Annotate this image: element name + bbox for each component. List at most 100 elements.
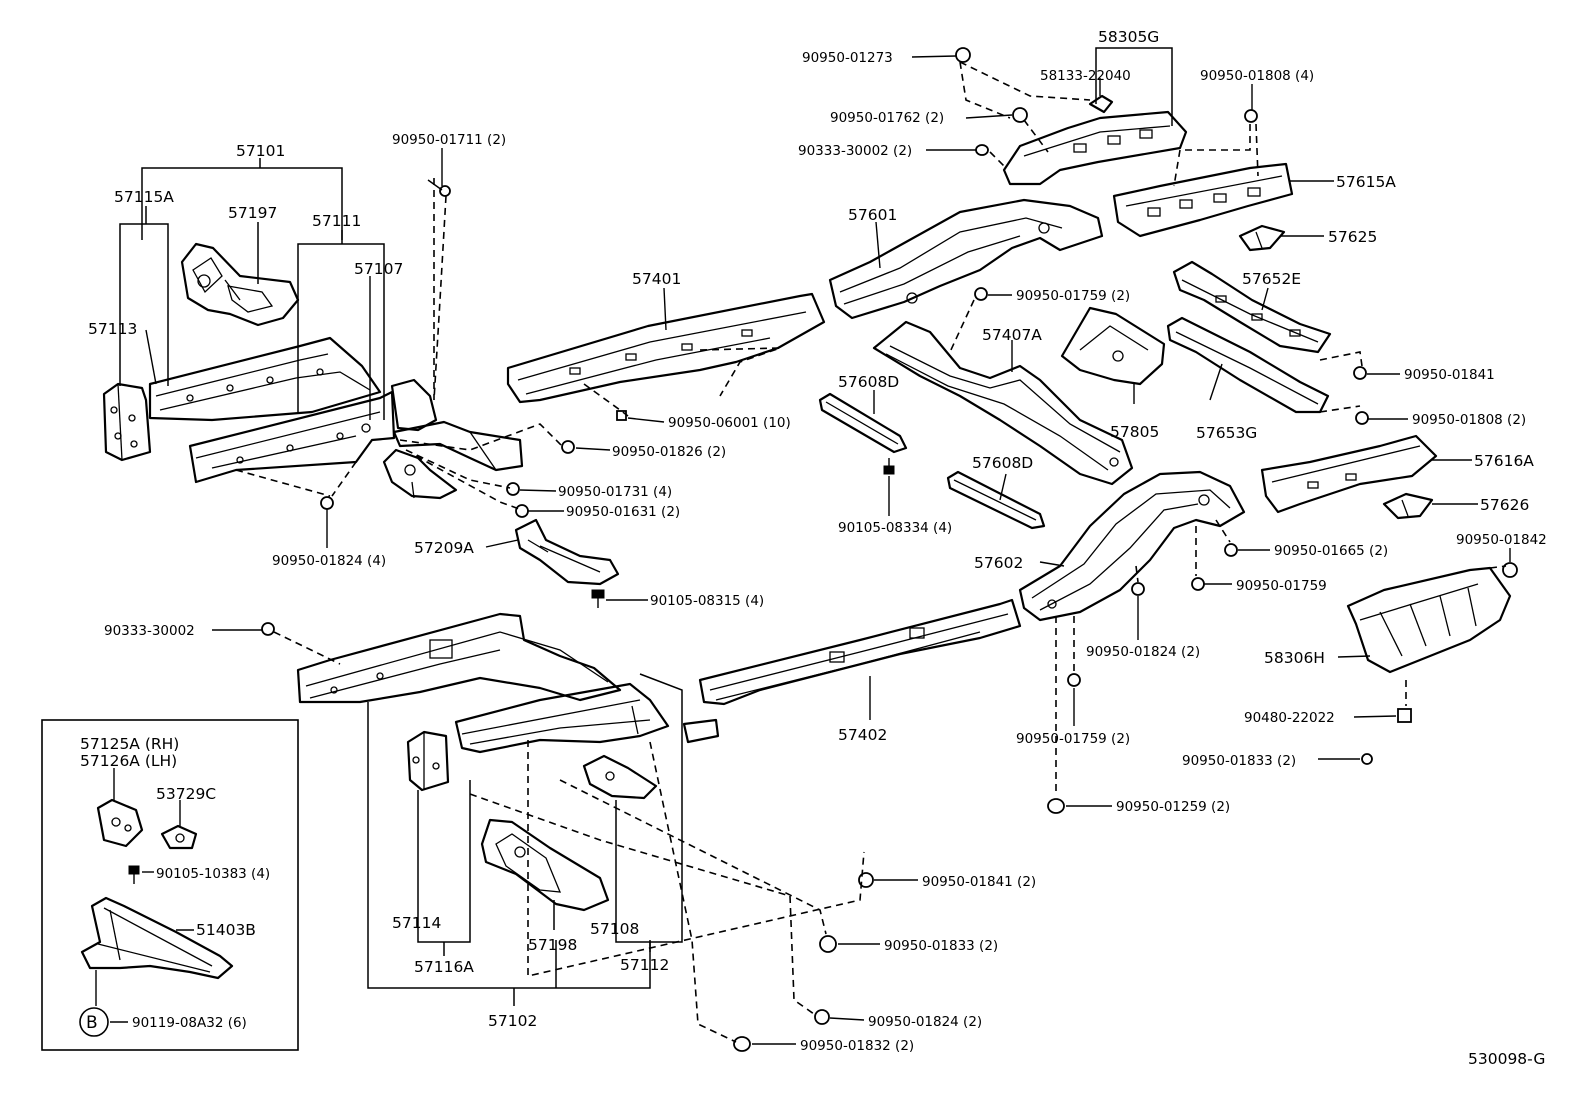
- label-brackets: [119, 47, 1173, 1006]
- part-51403B-brace: [80, 896, 234, 980]
- label-57115A: 57115A: [114, 188, 174, 206]
- fasteners: [128, 47, 1518, 1052]
- label-58306H: 58306H: [1264, 649, 1325, 667]
- label-90950-01731: 90950-01731 (4): [558, 484, 672, 500]
- label-90950-01259: 90950-01259 (2): [1116, 799, 1230, 815]
- part-53729C-pad: [160, 824, 198, 850]
- label-90333-30002-2: 90333-30002 (2): [798, 143, 912, 159]
- part-57602-sill: [1018, 470, 1246, 622]
- label-90950-01762: 90950-01762 (2): [830, 110, 944, 126]
- label-57608D-lower: 57608D: [972, 454, 1033, 472]
- label-callout-b: B: [86, 1013, 98, 1033]
- label-90105-08334: 90105-08334 (4): [838, 520, 952, 536]
- part-57209A-member: [514, 518, 620, 586]
- label-57198: 57198: [528, 936, 577, 954]
- label-57805: 57805: [1110, 423, 1159, 441]
- label-90105-08315: 90105-08315 (4): [650, 593, 764, 609]
- label-57407A: 57407A: [982, 326, 1042, 344]
- part-57402-rocker: [698, 598, 1022, 706]
- label-57107: 57107: [354, 260, 403, 278]
- part-57198-plate: [480, 818, 610, 912]
- label-57401: 57401: [632, 270, 681, 288]
- label-90950-06001: 90950-06001 (10): [668, 415, 791, 431]
- label-90950-01842: 90950-01842: [1456, 532, 1547, 548]
- label-90950-01841-2: 90950-01841 (2): [922, 874, 1036, 890]
- label-90950-01826: 90950-01826 (2): [612, 444, 726, 460]
- part-crossmember-front: [392, 420, 524, 472]
- part-57113-bracket: [102, 382, 152, 462]
- part-57653G-member: [1166, 316, 1330, 414]
- label-57125A: 57125A (RH): [80, 735, 179, 753]
- label-90950-01824-2b: 90950-01824 (2): [868, 1014, 982, 1030]
- label-90119-08A32: 90119-08A32 (6): [132, 1015, 247, 1031]
- part-58305G-panel: [1002, 94, 1188, 186]
- label-90950-01824-4: 90950-01824 (4): [272, 553, 386, 569]
- label-57209A: 57209A: [414, 539, 474, 557]
- label-90950-01711: 90950-01711 (2): [392, 132, 506, 148]
- label-90950-01759-2a: 90950-01759 (2): [1016, 288, 1130, 304]
- part-57125A-57126A-bracket: [96, 798, 144, 848]
- label-57197: 57197: [228, 204, 277, 222]
- label-57113: 57113: [88, 320, 137, 338]
- part-57102-rail-upper: [296, 612, 622, 704]
- part-57401-rocker: [506, 292, 826, 404]
- label-57112: 57112: [620, 956, 669, 974]
- label-90950-01833-2b: 90950-01833 (2): [884, 938, 998, 954]
- label-90950-01808-2: 90950-01808 (2): [1412, 412, 1526, 428]
- part-57116A-rail-lower: [454, 682, 720, 754]
- label-51403B: 51403B: [196, 921, 256, 939]
- part-57115A-rail: [148, 336, 382, 422]
- label-57601: 57601: [848, 206, 897, 224]
- label-57602: 57602: [974, 554, 1023, 572]
- label-90333-30002: 90333-30002: [104, 623, 195, 639]
- label-58133-22040: 58133-22040: [1040, 68, 1131, 84]
- callout-b-circle: [79, 1007, 109, 1037]
- part-57616A-member: [1260, 434, 1438, 514]
- label-57653G: 57653G: [1196, 424, 1257, 442]
- label-57626: 57626: [1480, 496, 1529, 514]
- label-90950-01833-2a: 90950-01833 (2): [1182, 753, 1296, 769]
- part-57625-bracket: [1238, 224, 1286, 252]
- part-57111-rail: [188, 390, 396, 484]
- label-57114: 57114: [392, 914, 441, 932]
- label-57101: 57101: [236, 142, 285, 160]
- label-90950-01665: 90950-01665 (2): [1274, 543, 1388, 559]
- part-57601-sill: [828, 198, 1104, 320]
- label-57608D-upper: 57608D: [838, 373, 899, 391]
- label-53729C: 53729C: [156, 785, 216, 803]
- part-57114-bracket: [406, 730, 450, 792]
- label-57111: 57111: [312, 212, 361, 230]
- label-90950-01631: 90950-01631 (2): [566, 504, 680, 520]
- label-90950-01759-2b: 90950-01759 (2): [1016, 731, 1130, 747]
- label-90480-22022: 90480-22022: [1244, 710, 1335, 726]
- inset-box: [41, 719, 299, 1051]
- part-58306H-pan: [1346, 566, 1512, 674]
- part-57107-bracket: [382, 378, 458, 500]
- label-90950-01841: 90950-01841: [1404, 367, 1495, 383]
- label-90950-01759: 90950-01759: [1236, 578, 1327, 594]
- label-90105-10383: 90105-10383 (4): [156, 866, 270, 882]
- part-57652E-member: [1172, 260, 1332, 354]
- leader-lines: [95, 55, 1511, 1045]
- part-57197-plate: [180, 242, 300, 327]
- alignment-lines: [235, 61, 1507, 1043]
- label-57126A: 57126A (LH): [80, 752, 177, 770]
- diagram-code: 530098-G: [1468, 1050, 1545, 1068]
- part-57608D-brace-upper: [818, 392, 908, 454]
- part-57626-bracket: [1382, 492, 1434, 520]
- label-57402: 57402: [838, 726, 887, 744]
- label-90950-01808-4: 90950-01808 (4): [1200, 68, 1314, 84]
- part-labels: 57101 57115A 57197 57111 57107 57113 909…: [80, 28, 1547, 1068]
- label-90950-01824-2a: 90950-01824 (2): [1086, 644, 1200, 660]
- label-58305G: 58305G: [1098, 28, 1159, 46]
- label-57615A: 57615A: [1336, 173, 1396, 191]
- label-57108: 57108: [590, 920, 639, 938]
- label-57652E: 57652E: [1242, 270, 1301, 288]
- label-90950-01273: 90950-01273: [802, 50, 893, 66]
- part-57108-bracket: [582, 754, 658, 800]
- part-57608D-brace-lower: [946, 470, 1046, 530]
- label-57102: 57102: [488, 1012, 537, 1030]
- part-57407A-tunnel: [872, 320, 1134, 486]
- label-57625: 57625: [1328, 228, 1377, 246]
